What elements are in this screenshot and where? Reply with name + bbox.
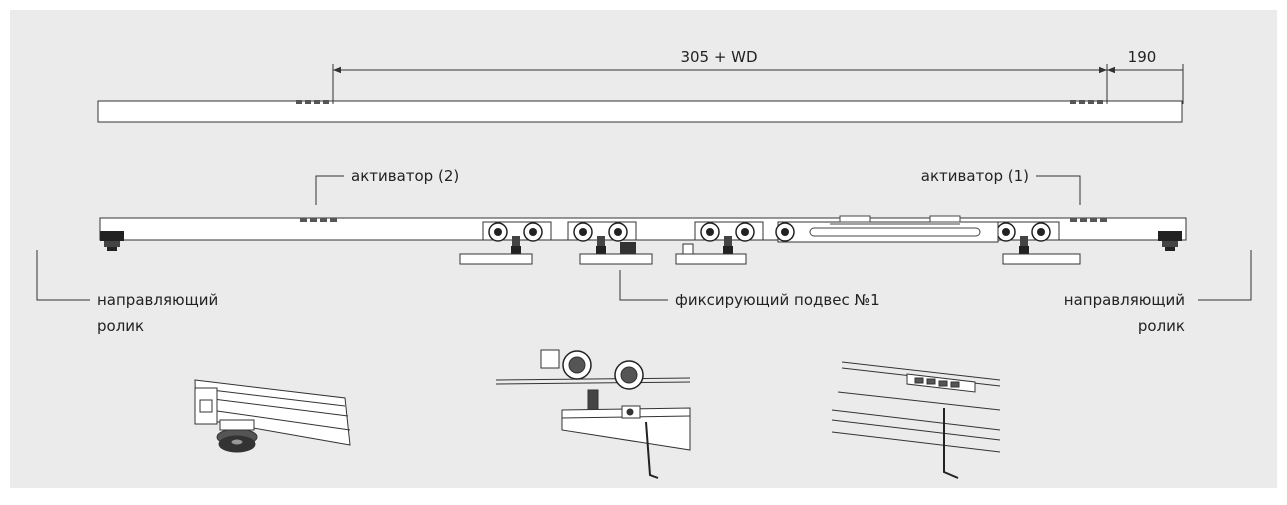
top-activator-right: [1070, 100, 1103, 104]
label-guide-left-line1: направляющий: [97, 291, 218, 309]
activator-1-mark: [1070, 218, 1107, 222]
label-guide-right-line1: направляющий: [1064, 291, 1185, 309]
dimension-lines: [332, 64, 1184, 104]
assembly-view: [99, 215, 1187, 265]
leader-lines: [36, 175, 1252, 301]
span-dimension-label: 305 + WD: [680, 48, 757, 66]
detail-activator: [831, 361, 1001, 479]
clamp-details: [620, 242, 694, 255]
label-guide-right-line2: ролик: [1138, 317, 1185, 335]
label-activator-1: активатор (1): [921, 167, 1029, 185]
soft-close-mechanism: [775, 215, 999, 243]
end-dimension-label: 190: [1128, 48, 1157, 66]
top-rail-view: 305 + WD 190: [97, 48, 1184, 123]
door-clamps: [459, 253, 1081, 265]
detail-guide-roller: [194, 379, 351, 453]
label-activator-2: активатор (2): [351, 167, 459, 185]
label-fixing-hanger: фиксирующий подвес №1: [675, 291, 880, 309]
detail-fixing-hanger: [495, 349, 691, 479]
activator-2-mark: [300, 218, 337, 222]
top-activator-left: [296, 100, 329, 104]
top-rail: [97, 100, 1183, 123]
label-guide-left-line2: ролик: [97, 317, 144, 335]
